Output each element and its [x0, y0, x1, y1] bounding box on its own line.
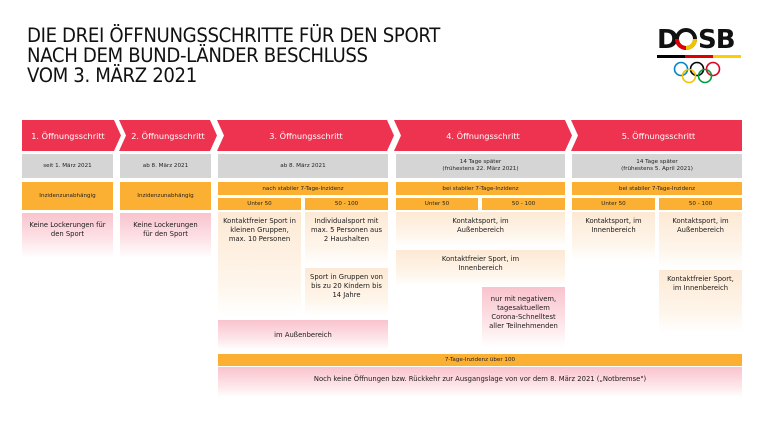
step-5-date-line1: 14 Tage später [636, 159, 678, 165]
step-5-rule-50-100-a: Kontaktsport, im Außenbereich [659, 212, 742, 268]
step-3-condition: nach stabiler 7-Tage-Inzidenz [218, 182, 388, 195]
step-1-condition: Inzidenzunabhängig [22, 182, 113, 210]
dosb-logo: D SB [655, 22, 745, 92]
emergency-condition: 7-Tage-Inzidenz über 100 [218, 354, 742, 366]
title-line-2: NACH DEM BUND-LÄNDER BESCHLUSS [27, 44, 368, 67]
step-1-rule: Keine Lockerungen für den Sport [22, 213, 113, 258]
step-5-rule-50-100-b: Kontaktfreier Sport, im Innenbereich [659, 270, 742, 332]
step-2-rule: Keine Lockerungen für den Sport [120, 213, 211, 258]
step-4-rule-shared-2: Kontaktfreier Sport, im Innenbereich [396, 250, 565, 286]
step-5-header: 5. Öffnungsschritt [571, 120, 751, 151]
title-line-3: VOM 3. MÄRZ 2021 [27, 64, 197, 87]
page-title: DIE DREI ÖFFNUNGSSCHRITTE FÜR DEN SPORT … [27, 26, 440, 86]
step-5-date: 14 Tage später (frühestens 5. April 2021… [572, 154, 742, 178]
step-4-label: 4. Öffnungsschritt [446, 130, 520, 141]
step-2-header: 2. Öffnungsschritt [119, 120, 219, 151]
title-line-1: DIE DREI ÖFFNUNGSSCHRITTE FÜR DEN SPORT [27, 24, 441, 47]
step-5-condition: bei stabiler 7-Tage-Inzidenz [572, 182, 742, 195]
step-4-date-line2: (frühestens 22. März 2021) [442, 166, 519, 172]
step-3-header: 3. Öffnungsschritt [217, 120, 397, 151]
step-4-band-50-100: 50 - 100 [482, 198, 565, 210]
step-5-band-50-100: 50 - 100 [659, 198, 742, 210]
step-4-band-under-50: Unter 50 [396, 198, 478, 210]
step-2-label: 2. Öffnungsschritt [131, 130, 205, 141]
step-3-label: 3. Öffnungsschritt [269, 130, 343, 141]
emergency-text: Noch keine Öffnungen bzw. Rückkehr zur A… [218, 367, 742, 397]
step-1-header: 1. Öffnungsschritt [22, 120, 122, 151]
step-3-rule-50-100-a: Individualsport mit max. 5 Personen aus … [305, 212, 388, 265]
step-5-band-under-50: Unter 50 [572, 198, 655, 210]
step-4-date-line1: 14 Tage später [459, 159, 502, 165]
step-3-date: ab 8. März 2021 [218, 154, 388, 178]
step-3-footer: im Außenbereich [218, 320, 388, 350]
step-1-date: seit 1. März 2021 [22, 154, 113, 178]
step-4-rule-shared-1: Kontaktsport, im Außenbereich [396, 212, 565, 246]
step-2-date: ab 8. März 2021 [120, 154, 211, 178]
step-2-condition: Inzidenzunabhängig [120, 182, 211, 210]
step-5-rule-under-50: Kontaktsport, im Innenbereich [572, 212, 655, 260]
step-3-band-50-100: 50 - 100 [305, 198, 388, 210]
step-4-header: 4. Öffnungsschritt [394, 120, 574, 151]
step-3-rule-under-50: Kontaktfreier Sport in kleinen Gruppen, … [218, 212, 301, 316]
step-1-label: 1. Öffnungsschritt [31, 130, 105, 141]
step-3-rule-50-100-b: Sport in Gruppen von bis zu 20 Kindern b… [305, 268, 388, 316]
step-5-label: 5. Öffnungsschritt [621, 130, 696, 141]
svg-text:D: D [657, 25, 678, 55]
step-3-band-under-50: Unter 50 [218, 198, 301, 210]
dosb-logo-icon: D SB [657, 25, 741, 84]
svg-text:SB: SB [698, 25, 735, 55]
step-4-date: 14 Tage später (frühestens 22. März 2021… [396, 154, 565, 178]
step-5-date-line2: (frühestens 5. April 2021) [621, 166, 693, 172]
step-4-condition: bei stabiler 7-Tage-Inzidenz [396, 182, 565, 195]
step-4-note: nur mit negativem, tagesaktuellem Corona… [482, 287, 565, 347]
